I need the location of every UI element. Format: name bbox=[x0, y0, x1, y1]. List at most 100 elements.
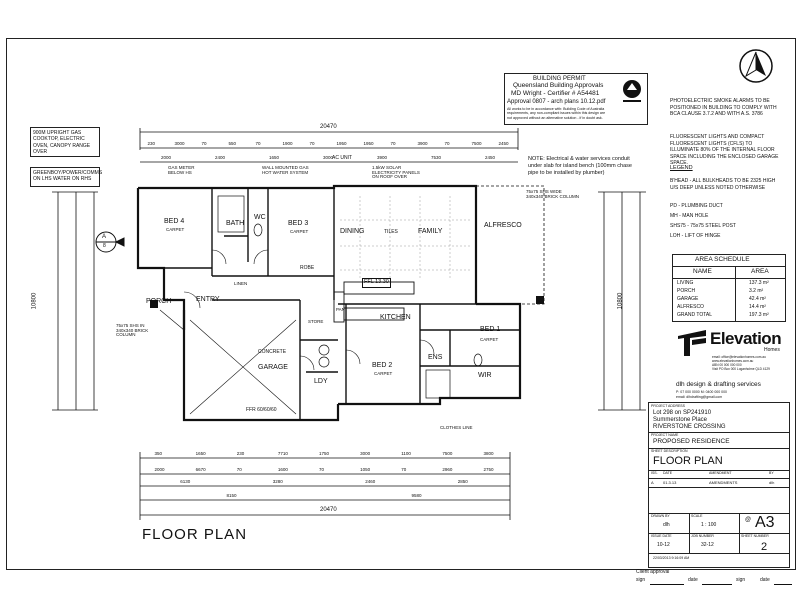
dimension-label: 9580 bbox=[411, 493, 422, 498]
dimension-label: 8150 bbox=[226, 493, 237, 498]
dimension-label: 3000 bbox=[323, 155, 334, 160]
area-row-value: 137.3 m² bbox=[749, 280, 769, 286]
drawing-title: FLOOR PLAN bbox=[142, 526, 248, 543]
area-row-name: GARAGE bbox=[677, 296, 699, 302]
dimension-label: 70 bbox=[390, 141, 396, 146]
room-tiles: TILES bbox=[384, 229, 398, 235]
room-bed3: BED 3 bbox=[288, 220, 309, 227]
dimension-label: 7710 bbox=[277, 451, 288, 456]
rev-col-date: DATE bbox=[663, 471, 673, 475]
scale-value: 1 : 100 bbox=[701, 522, 717, 528]
room-entry: ENTRY bbox=[196, 296, 220, 303]
overall-dim-right: 10800 bbox=[617, 292, 624, 310]
signature-line-1 bbox=[650, 584, 684, 585]
dimension-label: 2450 bbox=[485, 155, 496, 160]
dimension-label: 1600 bbox=[277, 467, 288, 472]
area-schedule-title: AREA SCHEDULE bbox=[695, 256, 750, 263]
legend-loh: LOH - LIFT OF HINGE bbox=[670, 233, 721, 239]
room-store: STORE bbox=[308, 319, 324, 324]
sheet-size-prefix: @ bbox=[745, 517, 752, 523]
elevation-logo-sub: Homes bbox=[764, 347, 780, 353]
dimension-label: 3280 bbox=[272, 479, 283, 484]
legend-heading: LEGEND bbox=[670, 165, 693, 171]
overall-dim-left: 10800 bbox=[31, 292, 38, 310]
rev-row-amend: AMENDMENTS bbox=[709, 480, 738, 485]
dimension-label: 1950 bbox=[336, 141, 347, 146]
rev-col-by: BY bbox=[769, 471, 774, 475]
solar-label: 1.5kW SOLAR ELECTRICITY PANELS ON ROOF O… bbox=[372, 165, 420, 179]
room-ens: ENS bbox=[428, 354, 443, 361]
room-pantry: PANT bbox=[336, 307, 348, 312]
legend-pd: PD - PLUMBING DUCT bbox=[670, 203, 723, 209]
area-row-value: 14.4 m² bbox=[749, 304, 766, 310]
elevation-contact-4: Visit PO Box 000 Loganholme QLD 4129 bbox=[712, 367, 770, 371]
client-approval-date-1: date bbox=[688, 577, 698, 583]
dimension-label: 350 bbox=[154, 451, 163, 456]
dimension-label: 2750 bbox=[483, 467, 494, 472]
dimension-label: 7500 bbox=[442, 451, 453, 456]
north-arrow-icon bbox=[739, 49, 773, 83]
job-number-label: JOB NUMBER bbox=[691, 534, 714, 538]
room-alfresco: ALFRESCO bbox=[484, 222, 522, 229]
sheet-number: 2 bbox=[761, 541, 768, 553]
electrical-note-text: NOTE: Electrical & water services condui… bbox=[528, 156, 632, 177]
permit-line2: MD Wright - Certifier # A54481 bbox=[511, 90, 600, 97]
qba-seal-icon bbox=[623, 80, 641, 102]
building-permit-stamp: BUILDING PERMIT Queensland Building Appr… bbox=[504, 73, 648, 125]
room-kitchen: KITCHEN bbox=[380, 314, 411, 321]
client-approval-date-2: date bbox=[760, 577, 770, 583]
room-wir: WIR bbox=[478, 372, 492, 379]
room-linen: LINEN bbox=[234, 281, 248, 286]
dimension-label: 1650 bbox=[195, 451, 206, 456]
area-row-name: GRAND TOTAL bbox=[677, 312, 713, 318]
services-note: GREENBOY/POWER/COMMS ON LHS WATER ON RHS bbox=[30, 167, 102, 187]
project-name-label: PROJECT NAME bbox=[651, 433, 679, 437]
elevation-logo-name: Elevation bbox=[710, 329, 782, 348]
dimension-label: 2000 bbox=[161, 155, 172, 160]
overall-dim-top: 20470 bbox=[320, 124, 337, 130]
dimension-label: 1650 bbox=[269, 155, 280, 160]
project-suburb: RIVERSTONE CROSSING bbox=[653, 424, 726, 430]
area-row-value: 197.3 m² bbox=[749, 312, 769, 318]
elevation-logo-icon bbox=[678, 330, 706, 356]
dimension-label: 70 bbox=[309, 141, 315, 146]
room-bed4: BED 4 bbox=[164, 218, 185, 225]
client-approval-title: Client approval bbox=[636, 569, 670, 575]
area-row-value: 3.2 m² bbox=[749, 288, 764, 294]
dimension-label: 70 bbox=[255, 141, 261, 146]
hws-label: WALL MOUNTED GAS HOT WATER SYSTEM bbox=[262, 165, 309, 175]
brick-column-right-label: 75x75 SHS WIDE 340x340 BRICK COLUMN bbox=[526, 189, 580, 199]
cooktop-note-text: 900M UPRIGHT GAS COOKTOP, ELECTRIC OVEN,… bbox=[33, 130, 91, 155]
dimension-label: 550 bbox=[228, 141, 237, 146]
fluoro-note: FLUORESCENT LIGHTS AND COMPACT FLUORESCE… bbox=[670, 134, 779, 166]
dimension-label: 1750 bbox=[319, 451, 330, 456]
smoke-alarm-note: PHOTOELECTRIC SMOKE ALARMS TO BE POSITIO… bbox=[670, 98, 777, 117]
clothes-line-label: CLOTHES LINE bbox=[440, 425, 473, 430]
dimension-label: 230 bbox=[236, 451, 245, 456]
legend-mh: MH - MAN HOLE bbox=[670, 213, 709, 219]
dimension-label: 3800 bbox=[483, 451, 494, 456]
rev-row-by: dlh bbox=[769, 480, 775, 485]
brick-column-left-label: 75x75 SHS IN 340x340 BRICK COLUMN bbox=[116, 323, 149, 337]
elevation-logo: Elevation Homes email: office@elevationh… bbox=[676, 326, 786, 371]
rev-col-issue: ISS. bbox=[651, 471, 658, 475]
dimension-label: 6130 bbox=[180, 479, 191, 484]
drawn-by-label: DRAWN BY bbox=[651, 514, 670, 518]
dimension-label: 2960 bbox=[442, 467, 453, 472]
area-row-name: LIVING bbox=[677, 280, 694, 286]
dimension-label: 3000 bbox=[174, 141, 185, 146]
room-bed1-floor: CARPET bbox=[480, 337, 499, 342]
dimension-label: 70 bbox=[319, 467, 325, 472]
room-porch: PORCH bbox=[146, 298, 172, 305]
project-lot: Lot 298 on SP241910 bbox=[653, 410, 712, 416]
dimension-label: 70 bbox=[444, 141, 450, 146]
garage-level: FFR 60/60/60 bbox=[246, 407, 277, 413]
gas-meter-label: GAS METER BELOW HS bbox=[168, 165, 195, 175]
permit-title: BUILDING PERMIT bbox=[533, 76, 586, 82]
area-row-value: 42.4 m² bbox=[749, 296, 766, 302]
dimension-label: 70 bbox=[236, 467, 242, 472]
dimension-label: 3000 bbox=[360, 451, 371, 456]
project-street: Summerstone Place bbox=[653, 417, 708, 423]
rev-col-amend: AMENDMENT bbox=[709, 471, 732, 475]
